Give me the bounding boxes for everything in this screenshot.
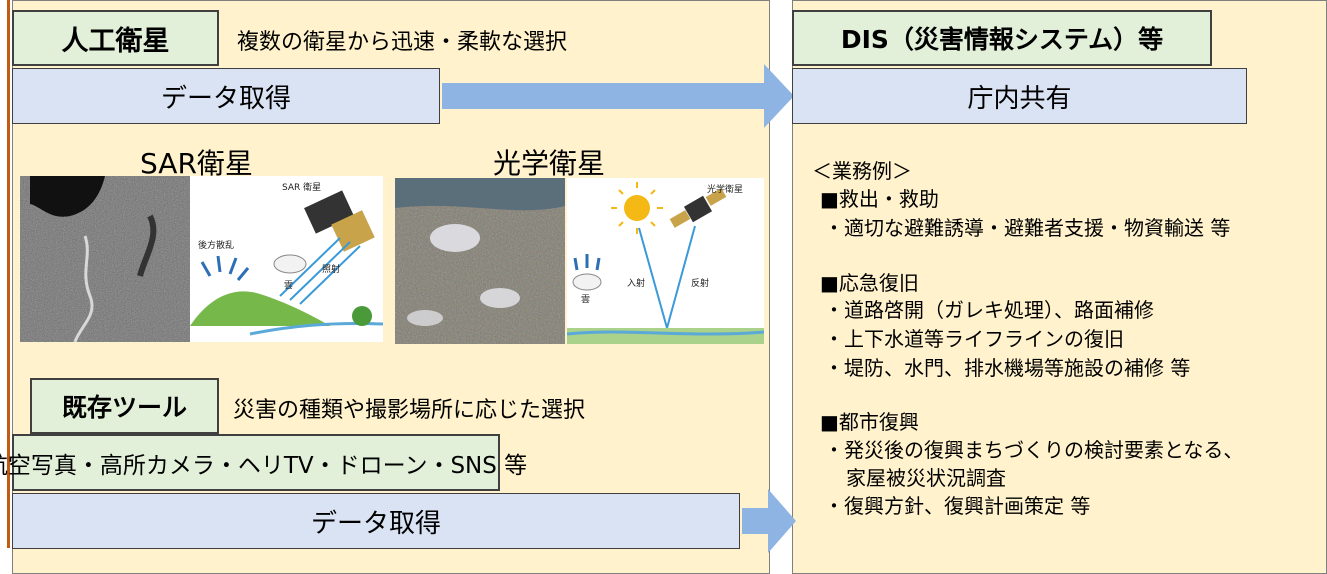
sar-diagram: SAR 衛星 後方散乱 照射 雲: [190, 176, 383, 342]
optical-image: [395, 178, 565, 344]
satellite-title: 人工衛星: [12, 10, 219, 66]
sar-satellite-icon: [304, 190, 375, 252]
optical-label: 光学衛星: [493, 147, 606, 180]
task-category-reconstruction: ■都市復興: [820, 410, 919, 434]
arrow-to-dis-bottom: [742, 489, 796, 553]
optical-satellite-icon: [669, 188, 727, 228]
task-item: ・復興方針、復興計画策定 等: [824, 494, 1091, 518]
task-item: ・道路啓開（ガレキ処理）、路面補修: [824, 298, 1154, 322]
existing-tools-title: 既存ツール: [30, 378, 219, 434]
arrow-to-dis-top: [442, 64, 794, 128]
sar-diagram-irradiation-label: 照射: [322, 263, 340, 275]
optical-diagram-cloud-label: 雲: [581, 294, 590, 305]
existing-data-box: データ取得: [12, 493, 740, 549]
sar-diagram-sat-label: SAR 衛星: [282, 181, 321, 193]
sar-diagram-cloud-label: 雲: [284, 280, 293, 291]
share-box: 庁内共有: [792, 68, 1247, 124]
satellite-subtitle: 複数の衛星から迅速・柔軟な選択: [237, 30, 568, 55]
task-item: ・堤防、水門、排水機場等施設の補修 等: [824, 356, 1191, 380]
optical-diagram-sat-label: 光学衛星: [707, 183, 743, 195]
optical-diagram-incident-label: 入射: [627, 277, 645, 289]
existing-tools-subtitle: 災害の種類や撮影場所に応じた選択: [233, 398, 586, 423]
dis-title: DIS（災害情報システム）等: [792, 10, 1212, 66]
task-item-continuation: 家屋被災状況調査: [846, 466, 1006, 490]
task-category-recovery: ■応急復旧: [820, 271, 919, 295]
task-item: ・発災後の復興まちづくりの検討要素となる、: [824, 438, 1244, 462]
optical-diagram: 光学衛星 雲 入射 反射: [567, 178, 764, 344]
sar-image: [20, 176, 190, 342]
left-accent-rule: [7, 0, 10, 548]
satellite-data-box: データ取得: [12, 68, 440, 124]
sar-diagram-backscatter-label: 後方散乱: [198, 239, 234, 251]
optical-diagram-reflection-label: 反射: [691, 277, 709, 289]
task-item: ・適切な避難誘導・避難者支援・物資輸送 等: [824, 216, 1231, 240]
sun-icon: [611, 182, 663, 234]
sar-label: SAR衛星: [140, 147, 253, 180]
task-category-rescue: ■救出・救助: [820, 187, 939, 211]
task-item: ・上下水道等ライフラインの復旧: [824, 327, 1124, 351]
tools-box: 航空写真・高所カメラ・ヘリTV・ドローン・SNS 等: [0, 434, 527, 491]
backscatter-arrows: [200, 255, 250, 281]
task-heading: ＜業務例＞: [812, 159, 912, 183]
